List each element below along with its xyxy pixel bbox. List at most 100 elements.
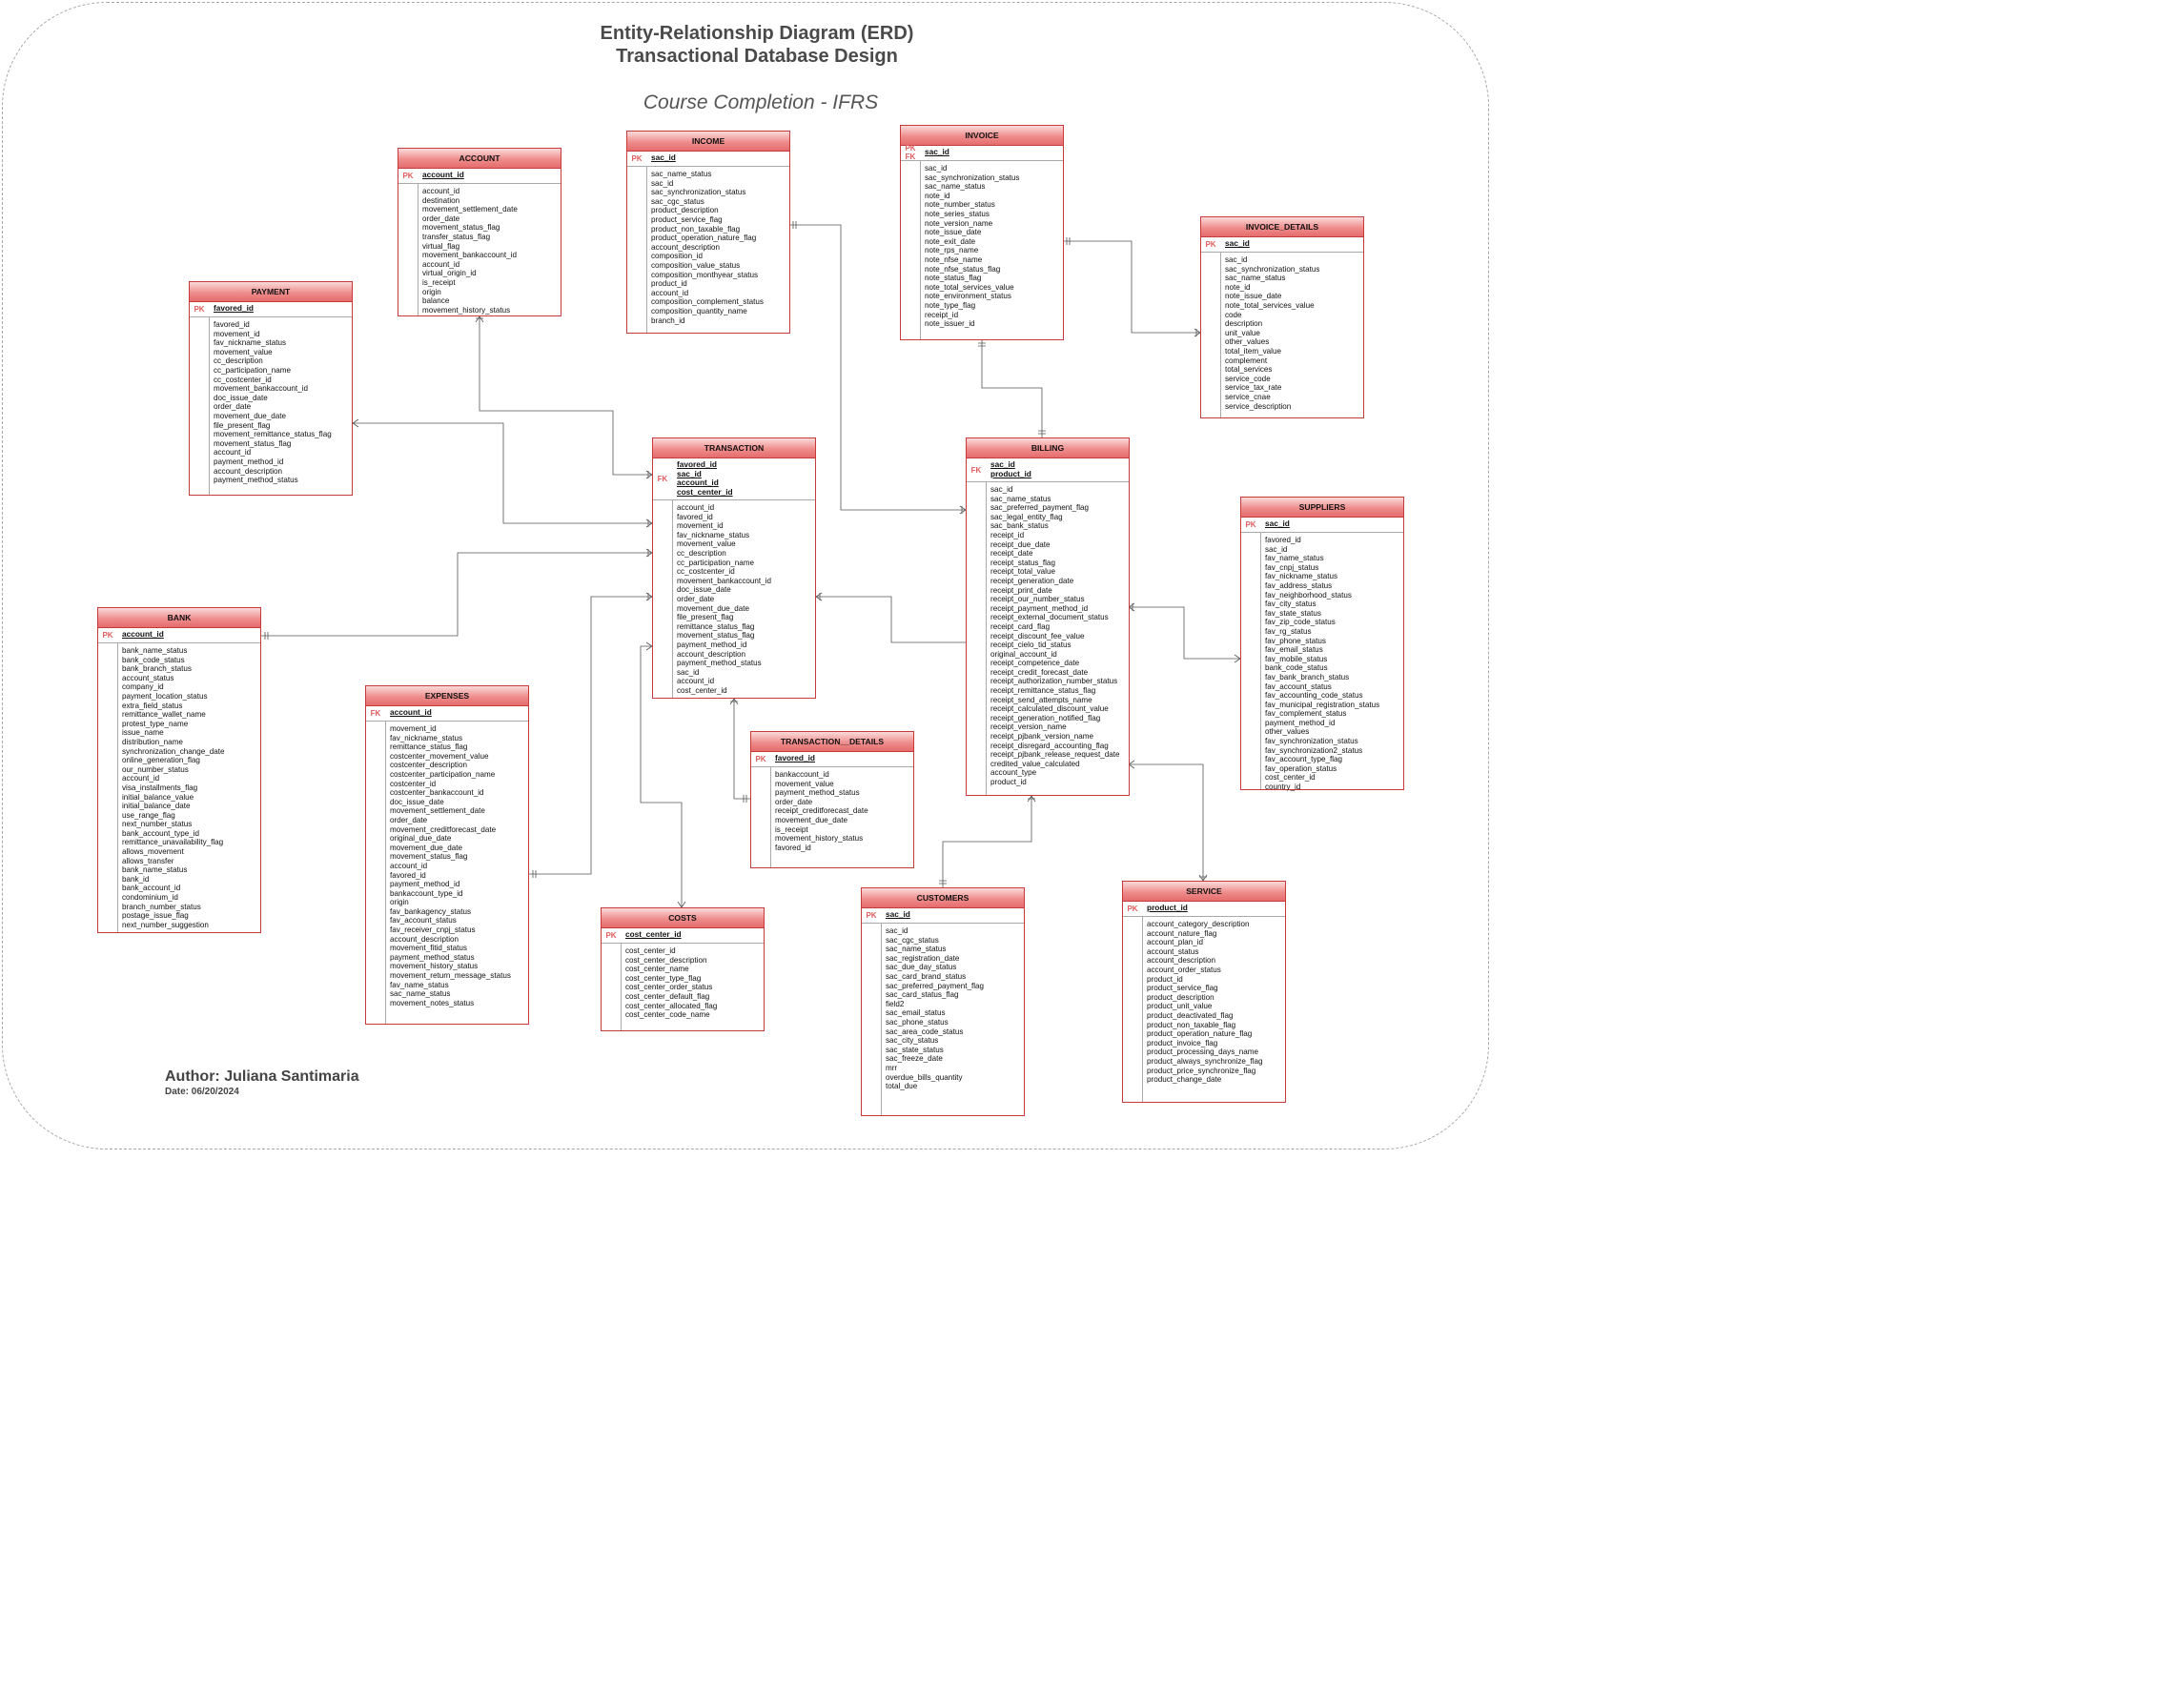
attribute-field: service_description [1225,401,1292,411]
attribute-field: movement_return_message_status [390,971,511,981]
attribute-field: sac_synchronization_status [1225,264,1320,274]
attribute-field: cost_center_order_status [625,983,713,992]
attribute-field: product_service_flag [651,214,723,224]
attribute-field: movement_due_date [775,815,848,824]
attribute-field: receipt_remittance_status_flag [990,686,1096,696]
attribute-field: note_issuer_id [925,319,975,329]
attribute-field: receipt_pjbank_release_request_date [990,750,1120,760]
attribute-field: receipt_our_number_status [990,595,1085,604]
attribute-field: receipt_credit_forecast_date [990,667,1089,677]
attribute-field: payment_method_id [1265,718,1336,727]
one-mark-icon [939,880,947,885]
attribute-field: movement_bankaccount_id [422,251,517,260]
key-field: sac_id [677,468,702,478]
attribute-field: note_nfse_status_flag [925,264,1001,274]
attribute-field: sac_name_status [886,945,947,954]
attribute-field: movement_id [214,329,260,338]
attribute-field: movement_value [775,779,834,788]
key-type-label: PK [631,153,643,163]
attribute-field: receipt_calculated_discount_value [990,704,1109,714]
key-field: account_id [122,629,164,639]
attribute-field: fav_name_status [390,980,449,989]
attribute-field: fav_name_status [1265,554,1324,563]
attribute-field: order_date [422,214,460,223]
entity-title: CUSTOMERS [862,888,1024,908]
attribute-field: note_exit_date [925,236,976,246]
attribute-field: fav_state_status [1265,608,1321,618]
key-field: favored_id [677,459,717,469]
attribute-field: code [1225,310,1242,319]
attribute-field: movement_history_status [775,834,864,844]
attribute-field: doc_issue_date [214,393,268,402]
attribute-field: sac_area_code_status [886,1027,964,1036]
link-invoice-billing [981,339,1043,437]
attribute-field: account_id [677,677,715,686]
attribute-field: sac_freeze_date [886,1054,943,1064]
attribute-field: sac_id [925,164,948,173]
attribute-field: bank_account_type_id [122,828,200,838]
attribute-field: movement_notes_status [390,998,475,1007]
attribute-field: movement_due_date [677,603,750,613]
author-label: Author: Juliana Santimaria [165,1068,359,1085]
attribute-field: note_id [925,191,950,200]
attribute-field: product_invoice_flag [1147,1038,1218,1047]
attribute-field: receipt_card_flag [990,621,1051,631]
attribute-field: costcenter_participation_name [390,769,496,779]
key-field: sac_id [651,153,676,162]
attribute-field: sac_card_status_flag [886,990,959,1000]
one-mark-icon [792,221,797,229]
key-field: sac_id [990,459,1015,469]
attribute-field: product_service_flag [1147,984,1218,993]
attribute-field: order_date [775,797,813,806]
attribute-field: account_plan_id [1147,938,1203,947]
attribute-field: remittance_unavailability_flag [122,838,224,847]
attribute-field: balance [422,296,450,306]
attribute-field: account_id [677,503,715,512]
attribute-field: composition_monthyear_status [651,270,759,279]
attribute-field: fav_rg_status [1265,626,1312,636]
attribute-field: allows_transfer [122,856,174,865]
attribute-field: distribution_name [122,737,183,746]
attribute-field: product_description [1147,992,1214,1002]
attribute-field: other_values [1265,727,1310,737]
attribute-field: account_description [214,466,282,476]
attribute-field: transfer_status_flag [422,232,491,241]
attribute-field: fav_cnpj_status [1265,562,1319,572]
one-mark-icon [1066,237,1071,245]
key-type-label: PK [605,930,617,940]
diagram-title-line2: Transactional Database Design [616,46,898,67]
attribute-field: branch_id [651,315,685,325]
attribute-field: receipt_print_date [990,585,1052,595]
attribute-field: sac_preferred_payment_flag [886,981,985,990]
key-type-label: PK [402,171,414,180]
attribute-field: product_always_synchronize_flag [1147,1056,1263,1066]
attribute-field: account_id [214,448,252,458]
attribute-field: payment_location_status [122,691,208,701]
attribute-field: costcenter_description [390,761,467,770]
key-type-label: PK [1127,904,1138,913]
attribute-field: sac_email_status [886,1008,946,1018]
